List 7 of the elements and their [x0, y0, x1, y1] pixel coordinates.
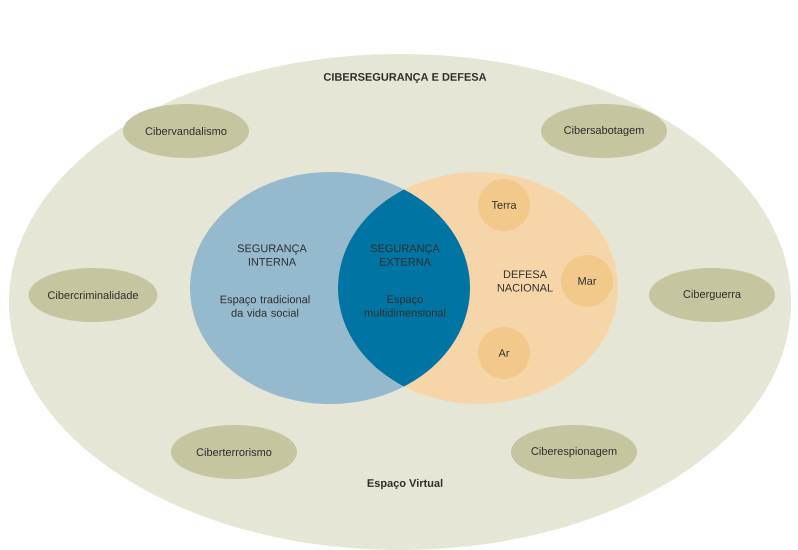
title: CIBERSEGURANÇA E DEFESA	[324, 73, 486, 83]
circle-description: Espaço multidimensional	[364, 295, 446, 317]
circle-heading: SEGURANÇA EXTERNA	[370, 244, 440, 266]
circle-heading: DEFESA NACIONAL	[498, 270, 553, 292]
area-label: Espaço Virtual	[368, 478, 442, 490]
circle-description: Espaço tradicional da vida social	[220, 295, 310, 317]
circle-heading: SEGURANÇA INTERNA	[238, 244, 307, 266]
